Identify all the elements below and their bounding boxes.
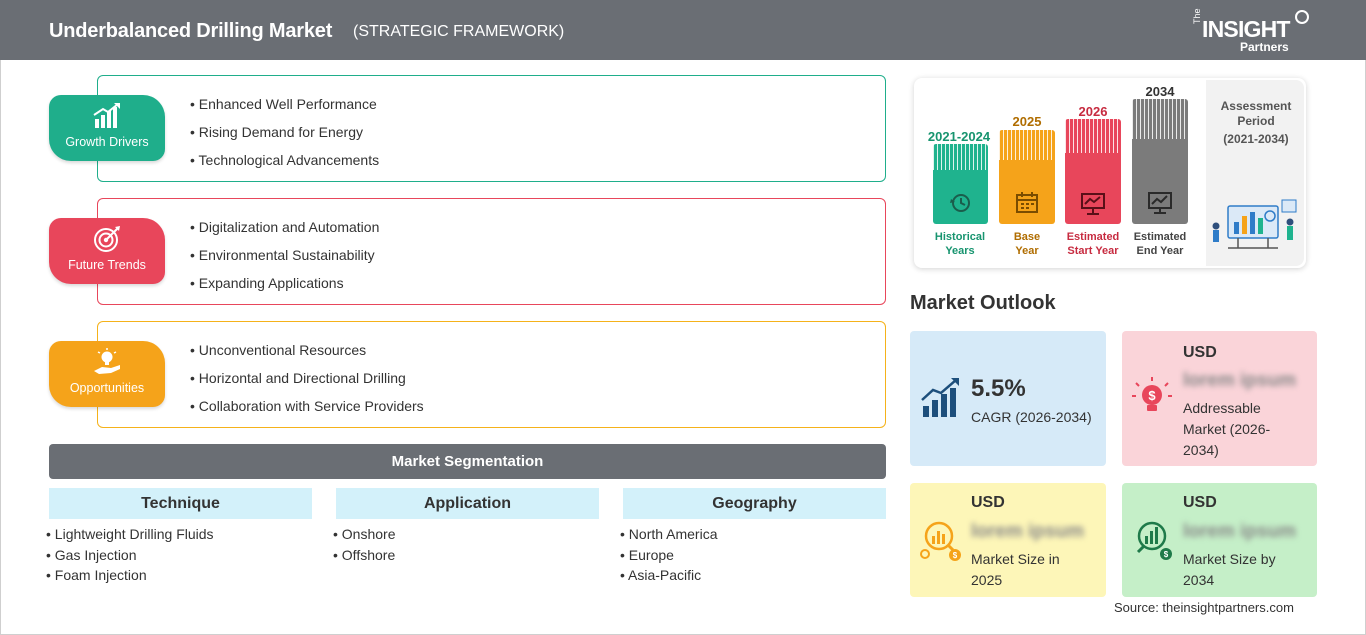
page-subtitle: (STRATEGIC FRAMEWORK) — [353, 23, 565, 40]
list-item: • Rising Demand for Energy — [190, 124, 363, 140]
opportunities-badge: Opportunities — [49, 341, 165, 407]
market-size-2025-currency: USD — [971, 494, 1005, 511]
future-trends-badge: Future Trends — [49, 218, 165, 284]
future-trends-box: • Digitalization and Automation • Enviro… — [97, 198, 886, 305]
growth-drivers-box: • Enhanced Well Performance • Rising Dem… — [97, 75, 886, 182]
list-item: • Unconventional Resources — [190, 342, 367, 358]
source-note[interactable]: Source: theinsightpartners.com — [1114, 600, 1294, 615]
list-item: • Horizontal and Directional Drilling — [190, 370, 406, 386]
addressable-value-redacted: lorem ipsum — [1183, 370, 1296, 391]
application-list: • Onshore • Offshore — [333, 525, 396, 566]
growth-chart-icon — [93, 103, 120, 128]
list-item: • Onshore — [333, 526, 396, 542]
cagr-label: CAGR (2026-2034) — [971, 409, 1092, 425]
badge-label: Growth Drivers — [65, 135, 149, 149]
geography-list: • North America • Europe • Asia-Pacific — [620, 525, 718, 587]
period-year: 2034 — [1145, 84, 1175, 99]
period-bar-stripes — [1065, 119, 1121, 153]
segment-heading-technique: Technique — [49, 488, 312, 519]
badge-label: Future Trends — [68, 258, 146, 272]
period-bar-stripes — [999, 130, 1055, 160]
analytics-people-icon — [1212, 199, 1297, 249]
company-logo[interactable]: The INSIGHT Partners — [1190, 8, 1320, 54]
opportunities-box: • Unconventional Resources • Horizontal … — [97, 321, 886, 428]
market-size-2034-value-redacted: lorem ipsum — [1183, 521, 1296, 542]
list-item: • Offshore — [333, 546, 396, 563]
presentation-icon — [1081, 193, 1105, 215]
monitor-chart-icon — [1148, 192, 1172, 214]
money-chart-icon: $ — [920, 521, 961, 561]
period-bar-stripes — [933, 144, 988, 170]
growth-bars-icon — [921, 378, 959, 417]
list-item: • Digitalization and Automation — [190, 219, 380, 235]
history-icon — [950, 194, 970, 212]
segmentation-title: Market Segmentation — [49, 444, 886, 479]
segment-heading-geography: Geography — [623, 488, 886, 519]
segment-heading-application: Application — [336, 488, 599, 519]
svg-text:$: $ — [1164, 550, 1169, 559]
list-item: • North America — [620, 526, 718, 542]
list-item: • Foam Injection — [46, 567, 147, 583]
list-item: • Asia-Pacific — [620, 567, 702, 583]
period-bar-stripes — [1132, 99, 1188, 139]
list-item: • Lightweight Drilling Fluids — [46, 526, 214, 542]
market-outlook-title: Market Outlook — [910, 292, 1056, 314]
header-bar: Underbalanced Drilling Market (STRATEGIC… — [0, 0, 1366, 60]
page-title: Underbalanced Drilling Market — [49, 20, 333, 42]
market-size-2025-value-redacted: lorem ipsum — [971, 521, 1084, 542]
list-item: • Technological Advancements — [190, 152, 380, 168]
logo-insight: INSIGHT — [1202, 16, 1290, 42]
period-year: 2025 — [1012, 114, 1042, 129]
svg-text:$: $ — [1148, 388, 1156, 403]
calendar-icon — [1016, 192, 1038, 213]
cagr-value: 5.5% — [971, 375, 1026, 402]
list-item: • Enhanced Well Performance — [190, 96, 377, 112]
opportunities-list: • Unconventional Resources • Horizontal … — [190, 341, 424, 425]
growth-drivers-badge: Growth Drivers — [49, 95, 165, 161]
assessment-range: (2021-2034) — [1223, 132, 1289, 146]
dollar-bulb-icon: $ — [1132, 377, 1172, 411]
svg-text:$: $ — [953, 551, 958, 560]
list-item: • Europe — [620, 546, 674, 563]
period-year: 2026 — [1078, 104, 1108, 119]
addressable-currency: USD — [1183, 344, 1217, 361]
list-item: • Expanding Applications — [190, 275, 344, 291]
list-item: • Gas Injection — [46, 546, 137, 563]
logo-ring-icon — [1295, 10, 1309, 24]
money-growth-icon: $ — [1136, 521, 1172, 560]
technique-list: • Lightweight Drilling Fluids • Gas Inje… — [46, 525, 214, 587]
cagr-card: 5.5% CAGR (2026-2034) — [910, 331, 1106, 466]
list-item: • Collaboration with Service Providers — [190, 398, 424, 414]
logo-partners: Partners — [1240, 40, 1289, 54]
growth-drivers-list: • Enhanced Well Performance • Rising Dem… — [190, 95, 379, 179]
badge-label: Opportunities — [69, 381, 145, 395]
lightbulb-hand-icon — [94, 348, 120, 374]
logo-the: The — [1192, 8, 1202, 24]
list-item: • Environmental Sustainability — [190, 247, 375, 263]
market-size-2034-currency: USD — [1183, 494, 1217, 511]
target-icon — [94, 226, 120, 252]
future-trends-list: • Digitalization and Automation • Enviro… — [190, 218, 379, 302]
period-year: 2021-2024 — [927, 129, 991, 144]
assessment-title: Assessment Period — [1220, 99, 1292, 128]
